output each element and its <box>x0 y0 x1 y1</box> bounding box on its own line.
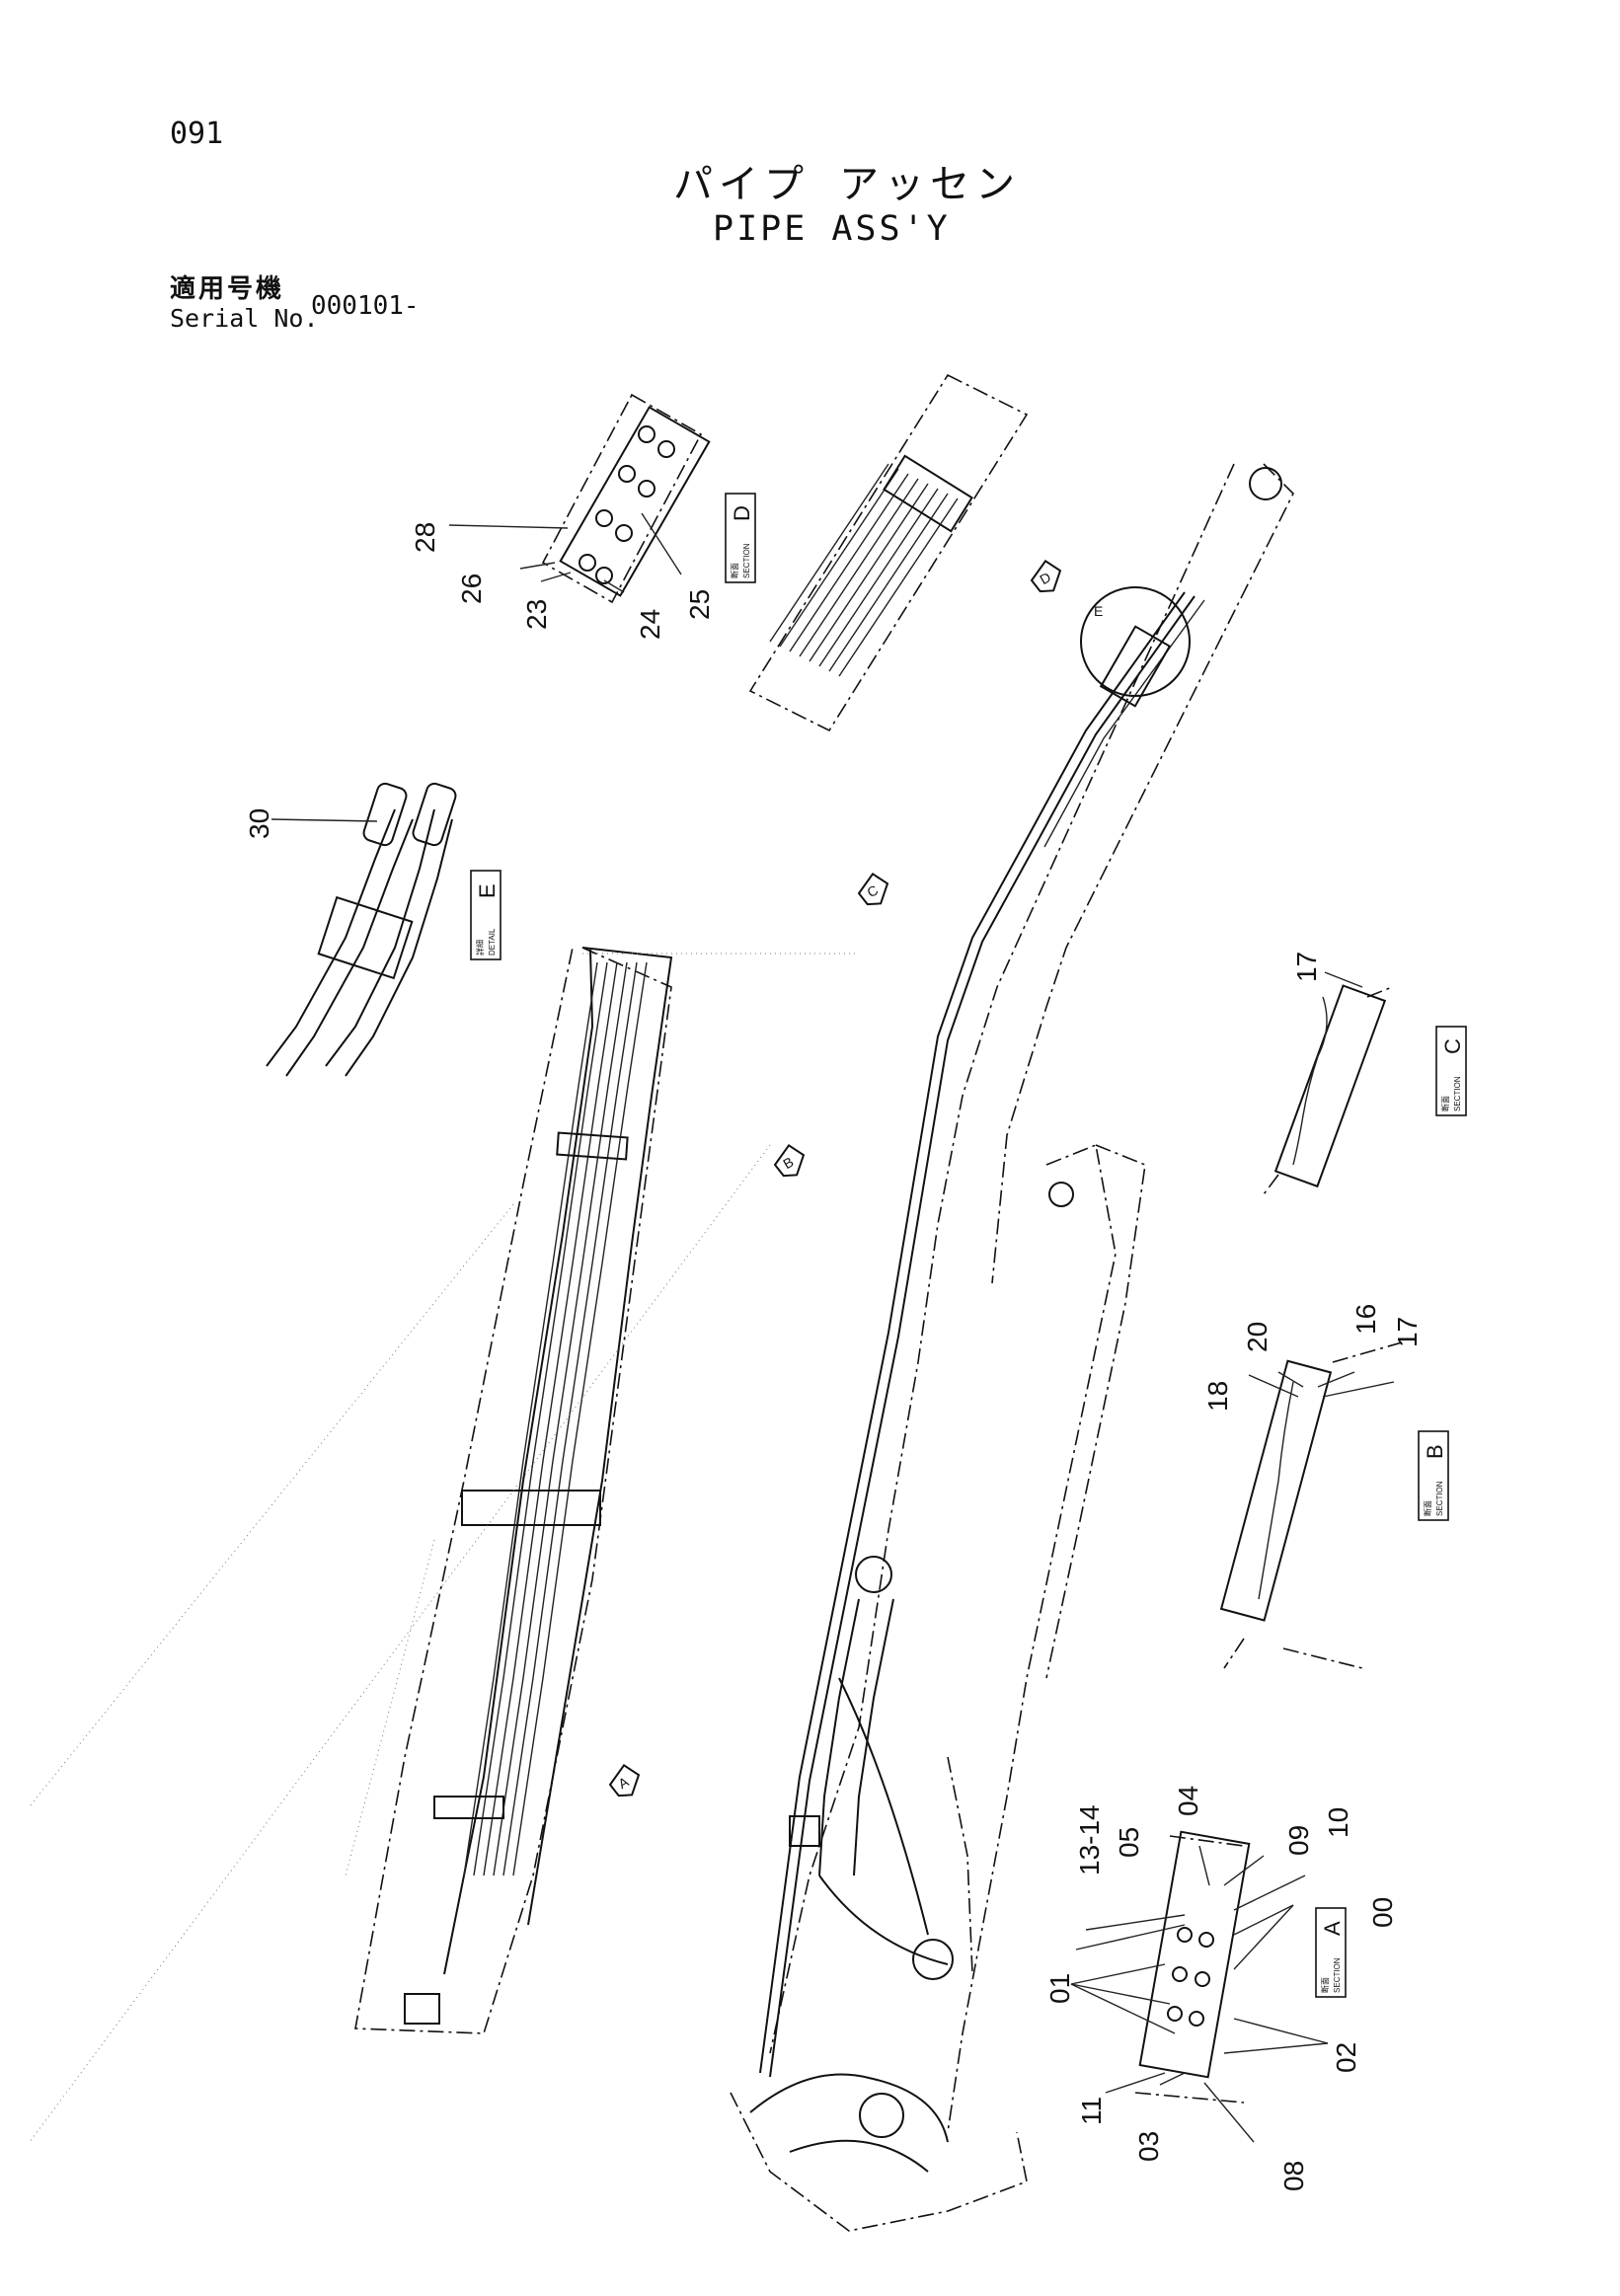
view-marker-a: A <box>608 1763 641 1798</box>
callout-18: 18 <box>1202 1381 1233 1412</box>
svg-text:詳細: 詳細 <box>475 940 485 956</box>
callout-17-c: 17 <box>1291 952 1322 982</box>
view-marker-e: E <box>1094 603 1103 619</box>
callout-26: 26 <box>456 574 487 604</box>
svg-text:断面: 断面 <box>730 563 739 578</box>
svg-text:SECTION: SECTION <box>1435 1481 1444 1516</box>
section-a-label: 断面 SECTION A <box>1315 1907 1347 1998</box>
view-marker-d: D <box>1030 559 1062 593</box>
svg-text:C: C <box>1440 1038 1465 1054</box>
callout-09: 09 <box>1283 1825 1314 1856</box>
svg-text:A: A <box>615 1773 632 1792</box>
callout-02: 02 <box>1331 2042 1361 2073</box>
callout-10: 10 <box>1323 1807 1353 1838</box>
arm-view <box>29 947 859 2143</box>
svg-text:SECTION: SECTION <box>1453 1076 1462 1111</box>
callout-00: 00 <box>1367 1897 1398 1928</box>
callout-20: 20 <box>1242 1322 1273 1352</box>
section-d-label: 断面 SECTION D <box>725 493 756 583</box>
serial-value: 000101- <box>311 291 420 321</box>
svg-text:B: B <box>780 1154 796 1173</box>
callout-28: 28 <box>410 522 440 553</box>
callout-13-14: 13-14 <box>1074 1804 1105 1875</box>
svg-text:断面: 断面 <box>1423 1500 1432 1516</box>
callout-01: 01 <box>1044 1973 1075 2004</box>
callout-11: 11 <box>1076 2097 1107 2125</box>
title-english: PIPE ASS'Y <box>713 209 951 249</box>
arm-cylinder <box>818 1598 973 1975</box>
callouts-section-d: 28 26 23 24 25 <box>410 522 715 640</box>
callout-05: 05 <box>1114 1827 1144 1858</box>
svg-text:E: E <box>475 883 500 898</box>
serial-label-japanese: 適用号機 <box>170 274 285 304</box>
svg-text:DETAIL: DETAIL <box>488 928 497 956</box>
view-marker-b: B <box>773 1143 806 1178</box>
callout-16: 16 <box>1350 1304 1381 1335</box>
callout-03: 03 <box>1133 2131 1164 2162</box>
boom-top-pipes <box>748 373 1029 732</box>
svg-text:C: C <box>864 881 881 900</box>
title-japanese: パイプ アッセン <box>673 162 1022 207</box>
svg-text:D: D <box>730 505 754 521</box>
svg-text:SECTION: SECTION <box>1333 1957 1342 1993</box>
callouts-section-b: 18 20 16 17 <box>1202 1304 1423 1412</box>
page-number: 091 <box>170 116 224 151</box>
callouts-section-c: 17 <box>1291 952 1322 982</box>
section-b-label: 断面 SECTION B <box>1418 1430 1449 1521</box>
section-a-drawing <box>1070 1830 1329 2143</box>
svg-text:B: B <box>1423 1444 1447 1459</box>
callout-23: 23 <box>521 599 552 630</box>
section-c-label: 断面 SECTION C <box>1435 1026 1467 1116</box>
callout-04: 04 <box>1173 1786 1203 1816</box>
callout-30: 30 <box>244 808 274 839</box>
section-b-drawing <box>1219 1341 1403 1669</box>
boom-outline <box>730 463 1294 2232</box>
detail-e-label: 詳細 DETAIL E <box>470 870 501 960</box>
callout-24: 24 <box>635 609 665 640</box>
svg-text:断面: 断面 <box>1320 1977 1330 1993</box>
svg-text:SECTION: SECTION <box>742 543 751 578</box>
detail-e-drawing <box>266 782 457 1077</box>
callout-08: 08 <box>1278 2161 1309 2191</box>
callouts-section-a: 13-14 05 04 09 10 00 01 02 11 03 08 <box>1044 1786 1398 2191</box>
serial-label-english: Serial No. <box>170 304 319 333</box>
section-d-drawing <box>448 393 711 604</box>
callout-25: 25 <box>684 589 715 620</box>
svg-text:D: D <box>1037 569 1053 587</box>
boom-pipe-run <box>759 591 1205 2078</box>
callout-17-b: 17 <box>1392 1317 1423 1347</box>
callouts-detail-e: 30 <box>244 808 274 839</box>
detail-e-circle <box>1080 586 1191 697</box>
svg-text:A: A <box>1320 1921 1345 1936</box>
svg-text:断面: 断面 <box>1440 1096 1450 1111</box>
view-marker-c: C <box>857 872 889 906</box>
section-c-drawing <box>1263 971 1393 1195</box>
